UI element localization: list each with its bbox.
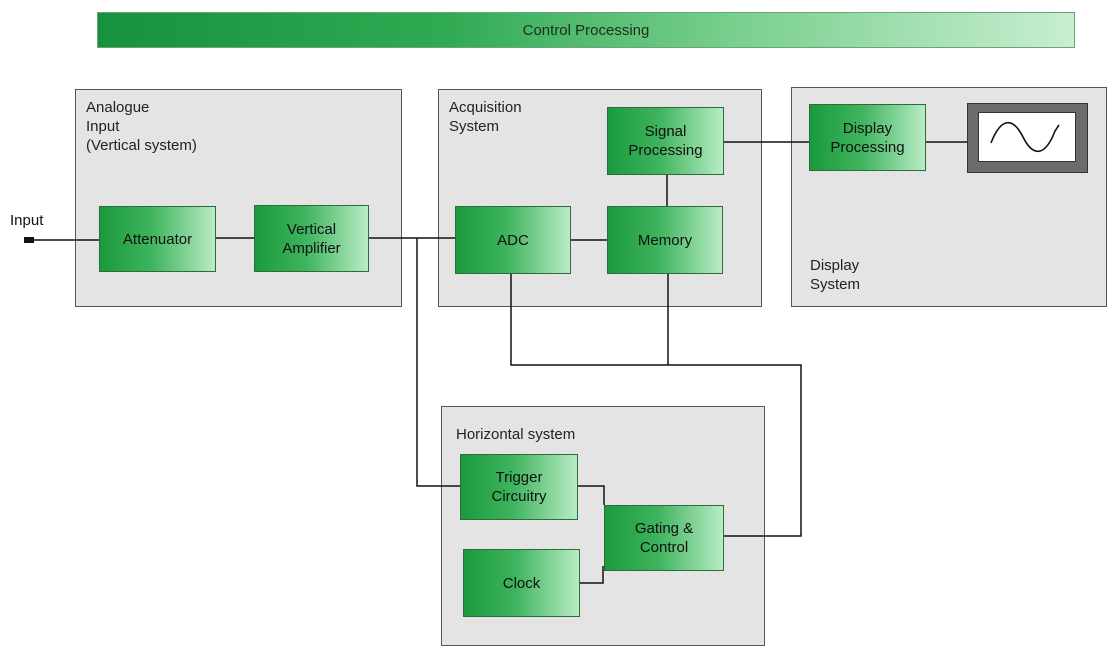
attenuator-block: Attenuator: [99, 206, 216, 272]
analogue-input-label: Analogue Input (Vertical system): [86, 99, 197, 154]
adc-bus-wire: [510, 274, 668, 366]
adc-block: ADC: [455, 206, 571, 274]
screen-display-area: [978, 112, 1076, 162]
gating-control-block: Gating & Control: [604, 505, 724, 571]
sine-wave-icon: [990, 121, 1060, 153]
horizontal-system-label: Horizontal system: [456, 426, 576, 443]
input-label: Input: [10, 212, 44, 229]
vertical-amplifier-block: Vertical Amplifier: [254, 205, 369, 272]
oscilloscope-screen: [967, 103, 1088, 173]
trigger-tap-wire: [416, 238, 460, 487]
control-processing-banner: Control Processing: [97, 12, 1075, 48]
trigger-circuitry-block: Trigger Circuitry: [460, 454, 578, 520]
display-system-label: Display System: [810, 257, 861, 293]
clock-gating-wire: [580, 566, 604, 584]
display-processing-block: Display Processing: [809, 104, 926, 171]
input-terminal-icon: [24, 237, 34, 243]
memory-block: Memory: [607, 206, 723, 274]
signal-processing-block: Signal Processing: [607, 107, 724, 175]
clock-block: Clock: [463, 549, 580, 617]
bus-gating-wire: [668, 364, 802, 537]
trigger-gating-wire: [578, 485, 605, 505]
control-processing-label: Control Processing: [522, 21, 650, 39]
acquisition-system-label: Acquisition System: [449, 99, 522, 135]
